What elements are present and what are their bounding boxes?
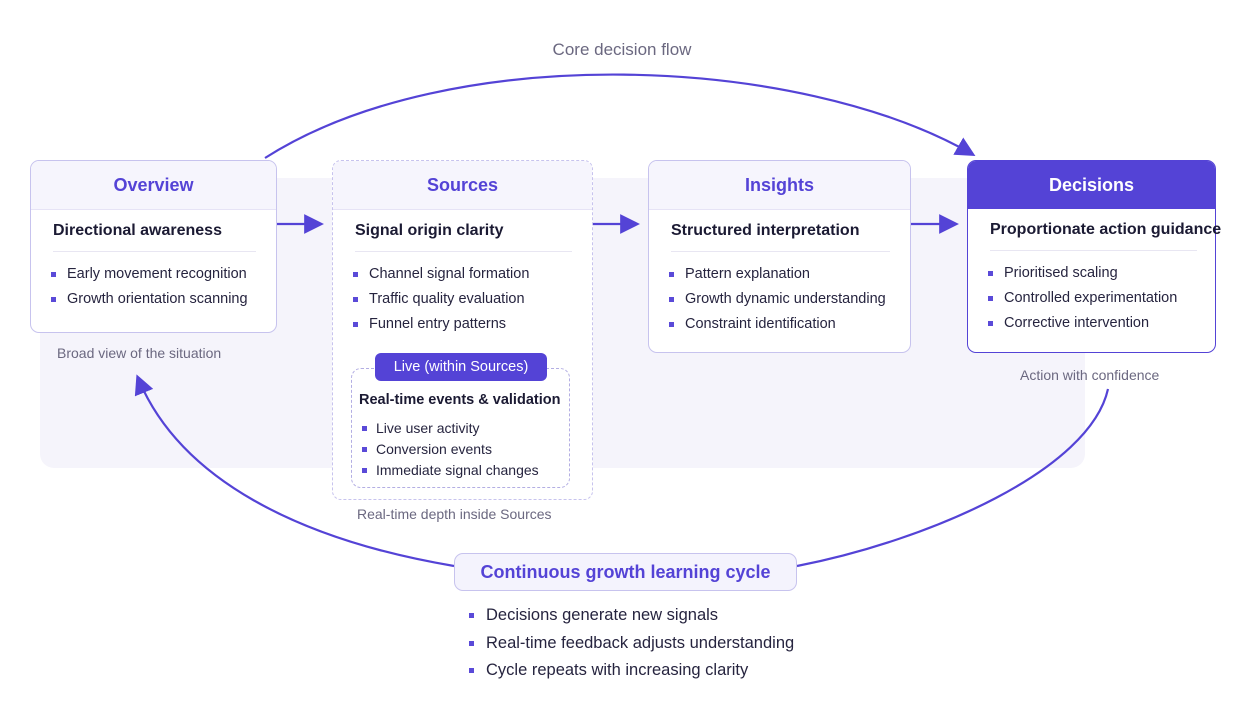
caption-sources: Real-time depth inside Sources (357, 506, 552, 522)
list-item: Traffic quality evaluation (353, 287, 592, 312)
card-subtitle: Structured interpretation (671, 210, 890, 252)
card-subtitle: Signal origin clarity (355, 210, 572, 252)
live-badge: Live (within Sources) (375, 353, 547, 381)
list-item: Early movement recognition (51, 262, 276, 287)
card-title: Sources (333, 161, 592, 210)
cycle-title: Continuous growth learning cycle (454, 553, 797, 591)
caption-decisions: Action with confidence (1020, 367, 1160, 383)
live-box (351, 368, 570, 488)
card-title: Overview (31, 161, 276, 210)
card-items: Early movement recognition Growth orient… (31, 262, 276, 312)
live-title: Real-time events & validation (359, 392, 561, 408)
core-flow-arc (264, 73, 976, 159)
cycle-arc-left (134, 374, 455, 568)
core-flow-title: Core decision flow (552, 40, 692, 59)
card-items: Channel signal formation Traffic quality… (333, 262, 592, 337)
list-item: Channel signal formation (353, 262, 592, 287)
list-item: Cycle repeats with increasing clarity (468, 657, 794, 685)
list-item: Real-time feedback adjusts understanding (468, 630, 794, 658)
list-item: Pattern explanation (669, 262, 910, 287)
card-items: Pattern explanation Growth dynamic under… (649, 262, 910, 337)
live-items: Live user activity Conversion events Imm… (360, 418, 539, 481)
list-item: Immediate signal changes (360, 460, 539, 481)
list-item: Corrective intervention (988, 311, 1215, 336)
card-decisions: Decisions Proportionate action guidance … (967, 160, 1221, 353)
list-item: Controlled experimentation (988, 286, 1215, 311)
list-item: Growth dynamic understanding (669, 287, 910, 312)
card-items: Prioritised scaling Controlled experimen… (968, 261, 1215, 336)
list-item: Growth orientation scanning (51, 287, 276, 312)
card-overview: Overview Directional awareness Early mov… (30, 160, 277, 333)
caption-overview: Broad view of the situation (57, 345, 222, 361)
list-item: Prioritised scaling (988, 261, 1215, 286)
list-item: Live user activity (360, 418, 539, 439)
card-title: Insights (649, 161, 910, 210)
list-item: Funnel entry patterns (353, 312, 592, 337)
card-subtitle: Proportionate action guidance (990, 209, 1221, 251)
card-insights: Insights Structured interpretation Patte… (648, 160, 911, 353)
list-item: Constraint identification (669, 312, 910, 337)
list-item: Conversion events (360, 439, 539, 460)
list-item: Decisions generate new signals (468, 602, 794, 630)
cycle-items: Decisions generate new signals Real-time… (468, 602, 794, 685)
card-subtitle: Directional awareness (53, 210, 256, 252)
cycle-arc-right (796, 388, 1110, 568)
card-title: Decisions (968, 161, 1215, 209)
